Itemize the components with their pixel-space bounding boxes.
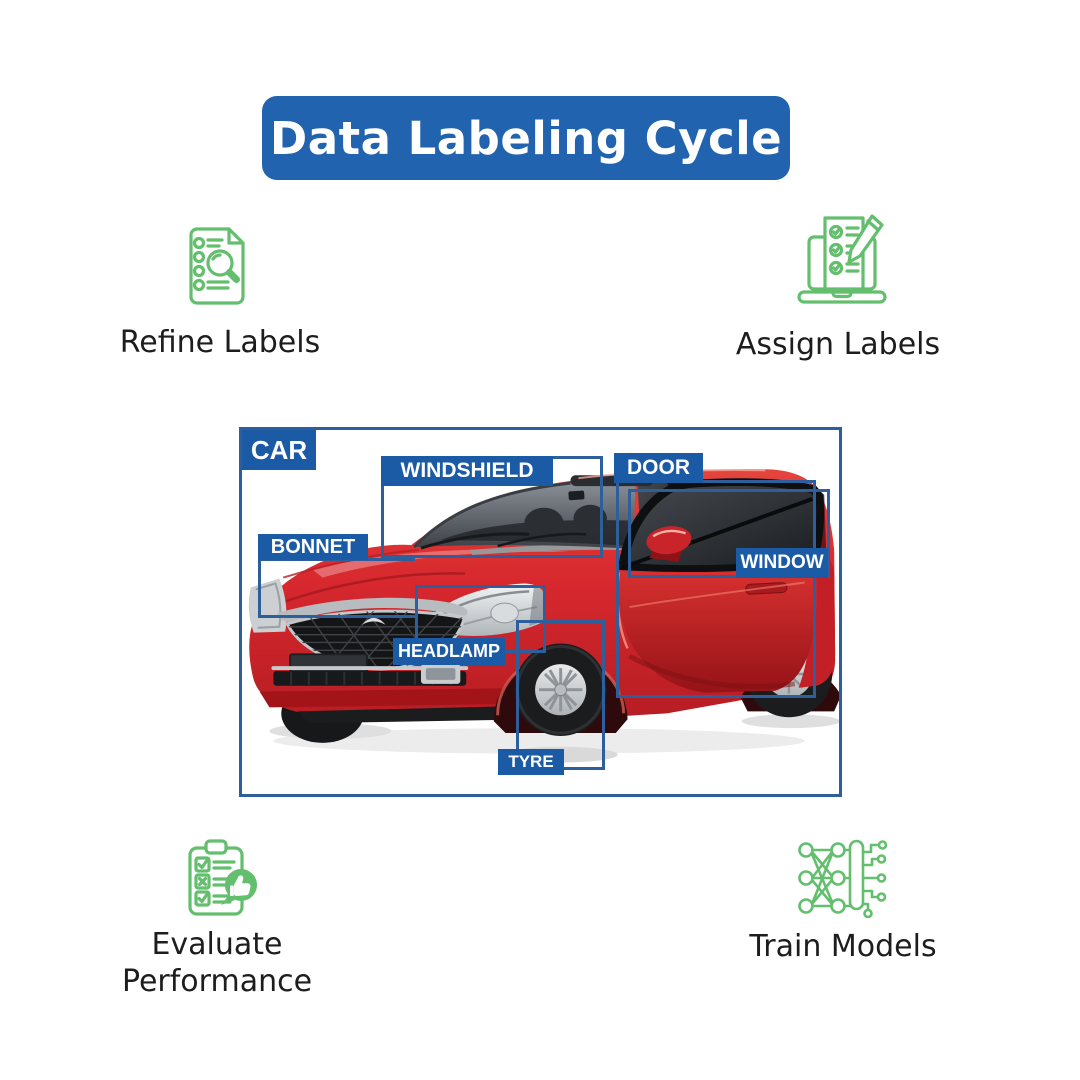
annotated-car-image: CAR WINDSHIELD DOOR WINDOW BONNET HEADLA… <box>239 427 842 797</box>
bbox-label-bonnet: BONNET <box>258 534 368 560</box>
step-evaluate-performance <box>184 838 262 918</box>
car-lower-intake <box>271 666 469 686</box>
bbox-label-tyre: TYRE <box>498 749 564 775</box>
bbox-bonnet <box>258 558 415 618</box>
step-assign-label: Assign Labels <box>735 327 941 362</box>
step-assign-labels <box>795 213 889 307</box>
car-side-mirror <box>646 526 692 562</box>
bbox-tyre <box>516 620 605 770</box>
bbox-label-window: WINDOW <box>736 548 828 578</box>
step-train-label: Train Models <box>749 929 937 964</box>
page-title: Data Labeling Cycle <box>269 111 783 165</box>
step-refine-label: Refine Labels <box>119 325 321 360</box>
bbox-door <box>616 480 816 698</box>
car-windshield-glass <box>413 481 636 550</box>
bbox-label-headlamp: HEADLAMP <box>393 638 505 665</box>
neural-network-icon <box>798 839 888 918</box>
step-refine-labels <box>185 226 251 306</box>
laptop-checklist-pencil-icon <box>797 214 887 304</box>
car-door-panel <box>616 563 817 693</box>
bbox-label-windshield: WINDSHIELD <box>381 456 553 486</box>
clipboard-thumbs-up-icon <box>188 839 257 916</box>
bbox-label-door: DOOR <box>614 453 703 483</box>
bbox-window <box>628 489 830 578</box>
step-evaluate-label: Evaluate Performance <box>121 927 313 999</box>
step-train-models <box>794 838 894 918</box>
document-search-icon <box>189 227 245 305</box>
bbox-label-car: CAR <box>242 430 316 470</box>
title-banner: Data Labeling Cycle <box>262 96 790 180</box>
